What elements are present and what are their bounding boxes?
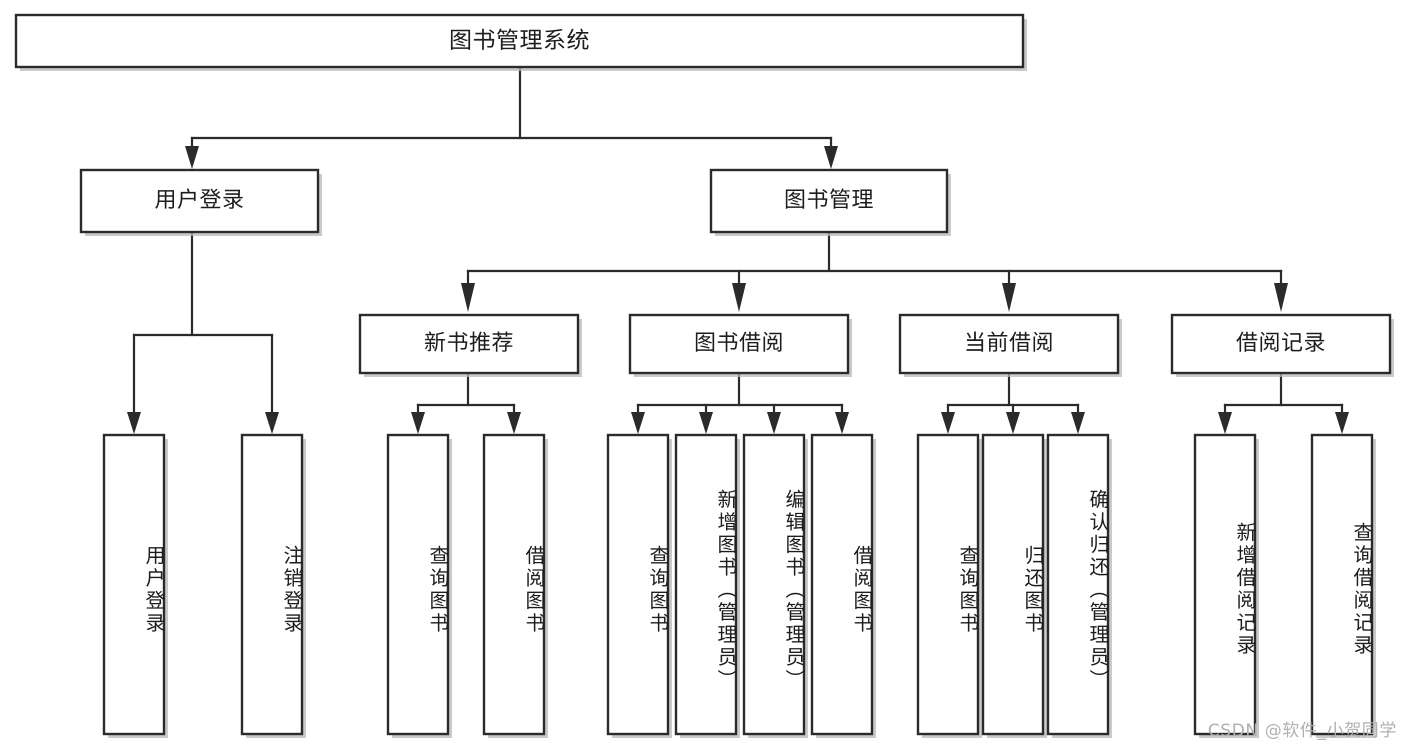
arrow-head-newbook-leaf-1 xyxy=(411,412,425,434)
node-book-borrow[interactable] xyxy=(628,313,850,375)
arrow-head-borrowrecord-leaf-2 xyxy=(1335,412,1349,434)
node-root[interactable] xyxy=(14,13,1025,69)
watermark-text: CSDN @软件_小贺同学 xyxy=(1207,721,1397,741)
node-leaf-query-book-current[interactable] xyxy=(916,433,980,736)
arrow-head-leaf-user-login xyxy=(127,412,141,434)
node-book-management[interactable] xyxy=(709,168,949,234)
arrow-head-currentborrow-leaf-1 xyxy=(941,412,955,434)
node-leaf-add-book-admin[interactable] xyxy=(674,433,738,736)
arrow-head-bookborrow-leaf-4 xyxy=(835,412,849,434)
arrow-head-currentborrow-leaf-2 xyxy=(1006,412,1020,434)
node-leaf-return-book[interactable] xyxy=(981,433,1045,736)
node-new-book-recommend[interactable] xyxy=(358,313,580,375)
arrow-head-leaf-logout xyxy=(265,412,279,434)
node-leaf-query-borrow-record[interactable] xyxy=(1310,433,1374,736)
node-leaf-confirm-return-admin[interactable] xyxy=(1046,433,1110,736)
arrow-head-userlogin xyxy=(185,146,199,169)
node-leaf-edit-book-admin[interactable] xyxy=(742,433,806,736)
arrow-head-bookborrow-leaf-3 xyxy=(767,412,781,434)
arrow-head-borrowrecord xyxy=(1274,283,1288,312)
node-leaf-query-book-new[interactable] xyxy=(386,433,450,736)
arrow-head-bookborrow-leaf-1 xyxy=(631,412,645,434)
node-current-borrow[interactable] xyxy=(898,313,1120,375)
arrow-head-currentborrow xyxy=(1002,283,1016,312)
edge-group xyxy=(127,65,1349,434)
arrow-head-borrowrecord-leaf-1 xyxy=(1218,412,1232,434)
node-leaf-add-borrow-record[interactable] xyxy=(1193,433,1257,736)
arrow-head-newbook xyxy=(461,283,475,312)
box-group xyxy=(14,13,1392,736)
node-user-login[interactable] xyxy=(79,168,320,234)
arrow-head-bookborrow-leaf-2 xyxy=(699,412,713,434)
node-leaf-logout[interactable] xyxy=(240,433,304,736)
node-leaf-user-login[interactable] xyxy=(102,433,166,736)
arrow-head-currentborrow-leaf-3 xyxy=(1071,412,1085,434)
arrow-head-bookborrow xyxy=(732,283,746,312)
node-borrow-record[interactable] xyxy=(1170,313,1392,375)
node-leaf-borrow-book[interactable] xyxy=(810,433,874,736)
arrow-head-bookmgmt xyxy=(824,146,838,169)
node-leaf-borrow-book-new[interactable] xyxy=(482,433,546,736)
node-leaf-query-book-borrow[interactable] xyxy=(606,433,670,736)
arrow-head-newbook-leaf-2 xyxy=(507,412,521,434)
